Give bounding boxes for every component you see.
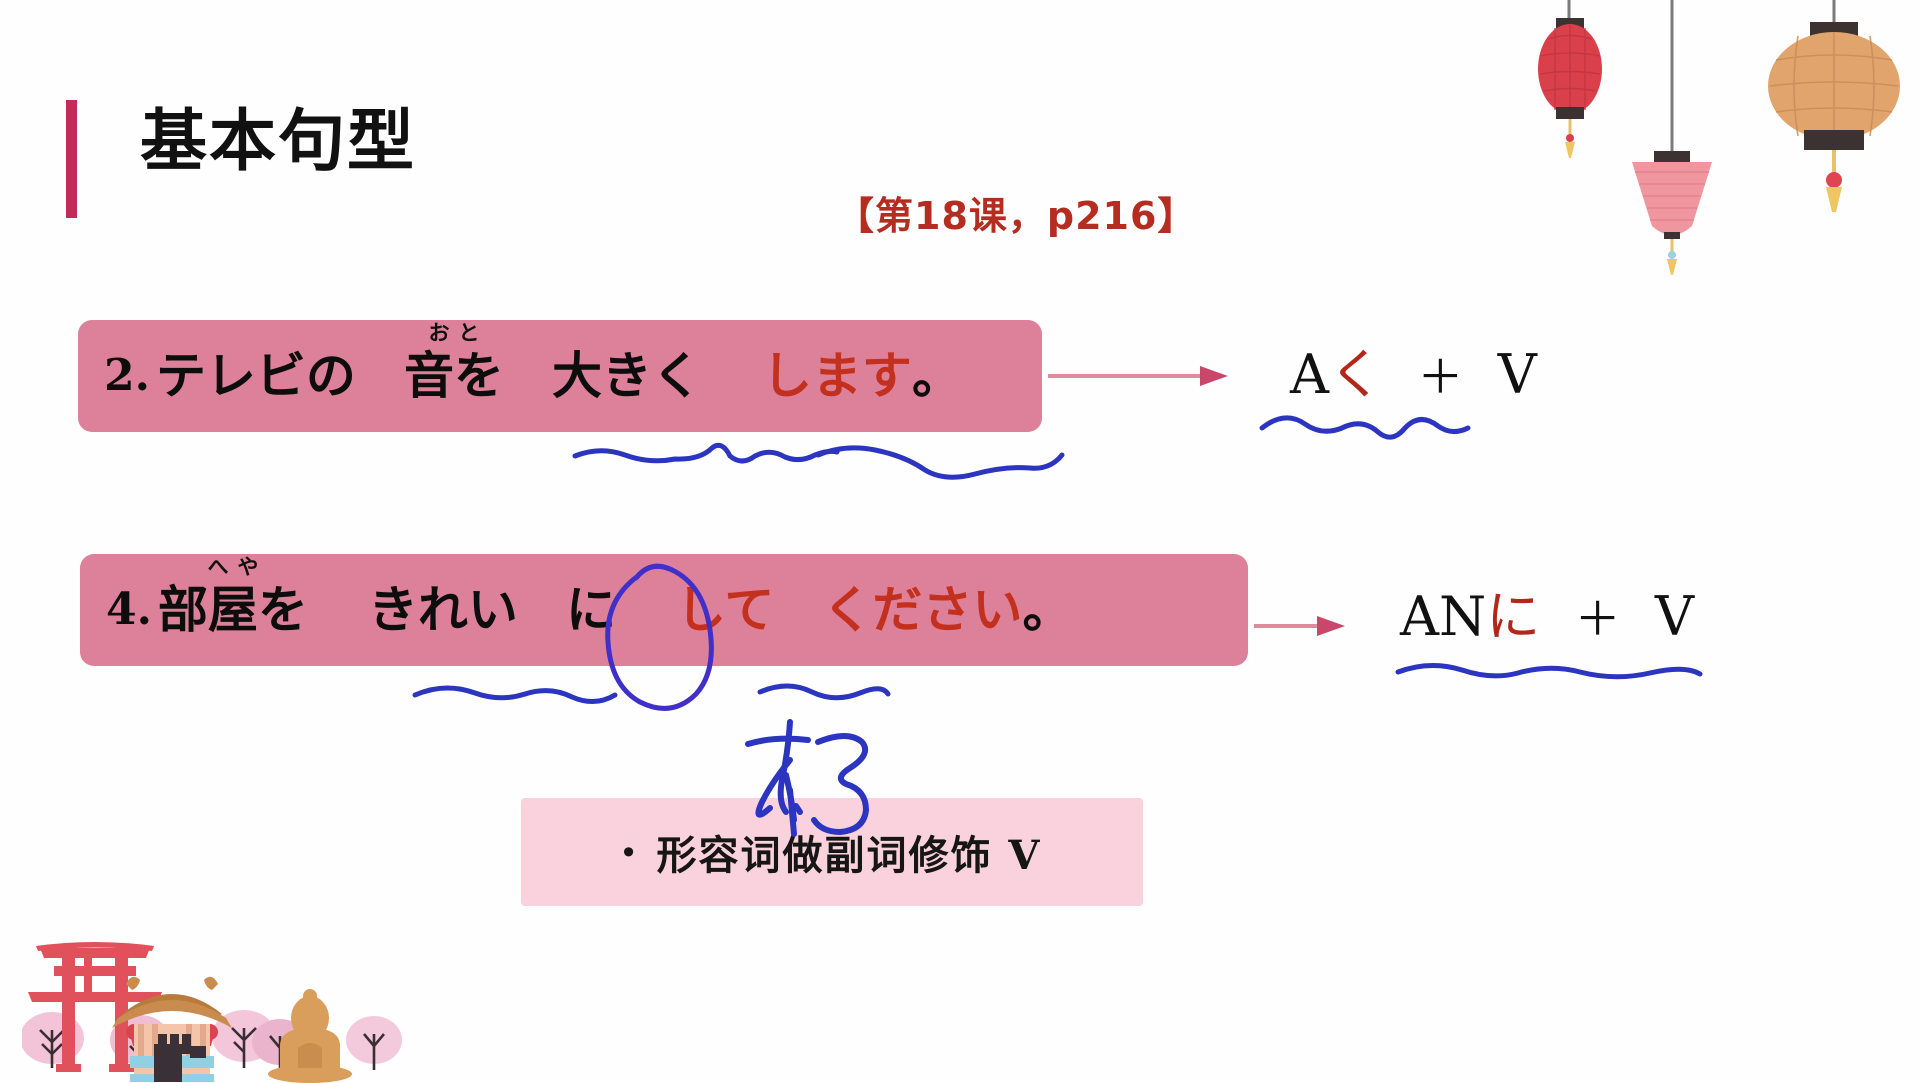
formula-a-ku-plus-v: Aく ＋ V [1290,348,1537,402]
formula-1-prefix: A [1290,343,1329,406]
example-2-segment-1: 部屋を [157,581,308,639]
note-bullet: • [622,833,635,871]
ink-underline-kirei [412,685,618,704]
formula-1-kana: く [1329,343,1383,406]
example-1-period: 。 [911,347,962,405]
japanese-scene-decoration [22,942,402,1083]
ink-underline-formula-1 [1259,415,1471,440]
pink-trapezoid-lantern [1632,151,1712,275]
page-title: 基本句型 [140,102,416,180]
ink-underline-oto-wo [572,442,840,464]
formula-2-prefix: AN [1400,585,1487,648]
example-1-segment-1: テレビの [155,347,356,405]
arrow-to-formula-1 [1048,366,1228,386]
furigana-heya: へや [207,555,268,579]
ruby-group-oto: おと 音を [403,323,504,405]
red-oval-lantern [1538,18,1602,158]
formula-an-ni-plus-v: ANに ＋ V [1400,590,1694,644]
hanging-lanterns-decoration [1538,0,1900,275]
ruby-group-heya: へや 部屋を [157,557,308,639]
ink-underline-formula-2 [1395,662,1703,680]
example-2-segment-4: して [675,581,775,639]
note-box: • 形容词做副词修饰 V [521,798,1143,906]
example-2-segment-5: ください [822,581,1023,639]
pagoda-house [112,976,232,1082]
furigana-oto: おと [428,321,489,345]
example-1-segment-4: します [761,347,912,405]
example-sentence-bar-2: 4. へや 部屋を きれい に して ください 。 [80,554,1248,666]
ink-underline-ookiku [815,445,1065,480]
example-2-segment-2: きれい [367,581,518,639]
buddha-statue [268,989,352,1083]
example-2-period: 。 [1022,581,1073,639]
example-2-particle-ni: に [565,581,616,639]
lesson-reference: 【第18课，p216】 [836,194,1197,238]
title-accent-bar [66,100,77,218]
example-sentence-bar-1: 2. テレビの おと 音を 大きく します 。 [78,320,1042,432]
torii-gate [28,942,162,1072]
formula-2-verb: V [1654,585,1694,648]
arrow-to-formula-2 [1254,616,1345,636]
note-text: 形容词做副词修饰 V [656,832,1042,879]
example-number-1: 2. [104,350,150,401]
example-1-segment-2: 音を [403,347,504,405]
formula-2-plus: ＋ [1574,592,1621,646]
example-1-segment-3: 大きく [551,347,702,405]
formula-2-kana: に [1486,585,1541,648]
tan-round-lantern [1768,22,1900,212]
example-number-2: 4. [106,584,152,635]
formula-1-plus: ＋ [1417,350,1464,404]
formula-1-verb: V [1497,343,1537,406]
ink-underline-shite [757,683,891,701]
